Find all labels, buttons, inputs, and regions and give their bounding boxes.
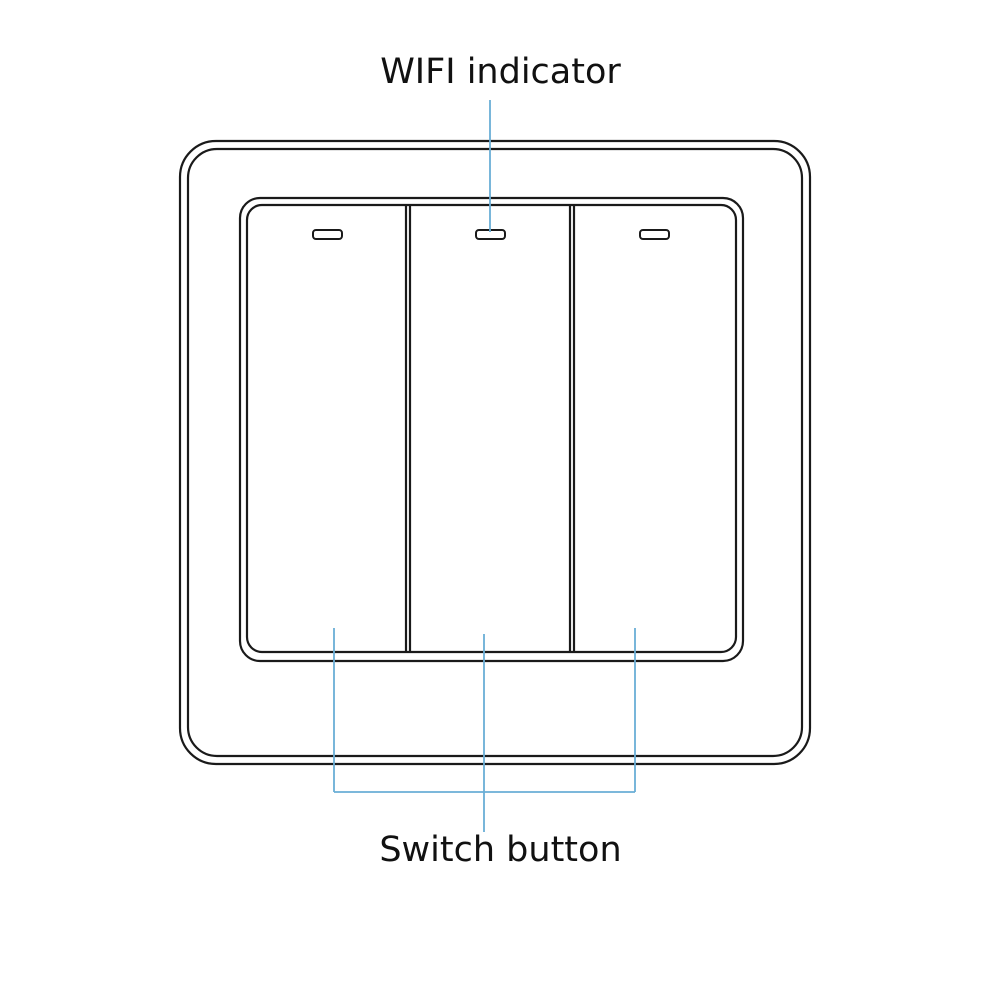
frame-inner-edge (245, 203, 738, 654)
switch-button-label: Switch button (379, 830, 622, 870)
button-dividers (404, 206, 576, 651)
button-frame (238, 196, 745, 663)
frame-outer-edge (238, 196, 745, 663)
plate-inner-edge (186, 147, 804, 758)
indicator-light-left (312, 229, 343, 240)
indicator-lights (312, 229, 670, 240)
wall-plate (178, 139, 812, 766)
wifi-indicator-label: WIFI indicator (380, 52, 621, 92)
switch-button-right[interactable] (576, 207, 734, 650)
callout-lines (333, 100, 636, 832)
switch-button-middle[interactable] (412, 207, 568, 650)
switch-button-left[interactable] (249, 207, 404, 650)
plate-outer-edge (178, 139, 812, 766)
indicator-light-right (639, 229, 670, 240)
